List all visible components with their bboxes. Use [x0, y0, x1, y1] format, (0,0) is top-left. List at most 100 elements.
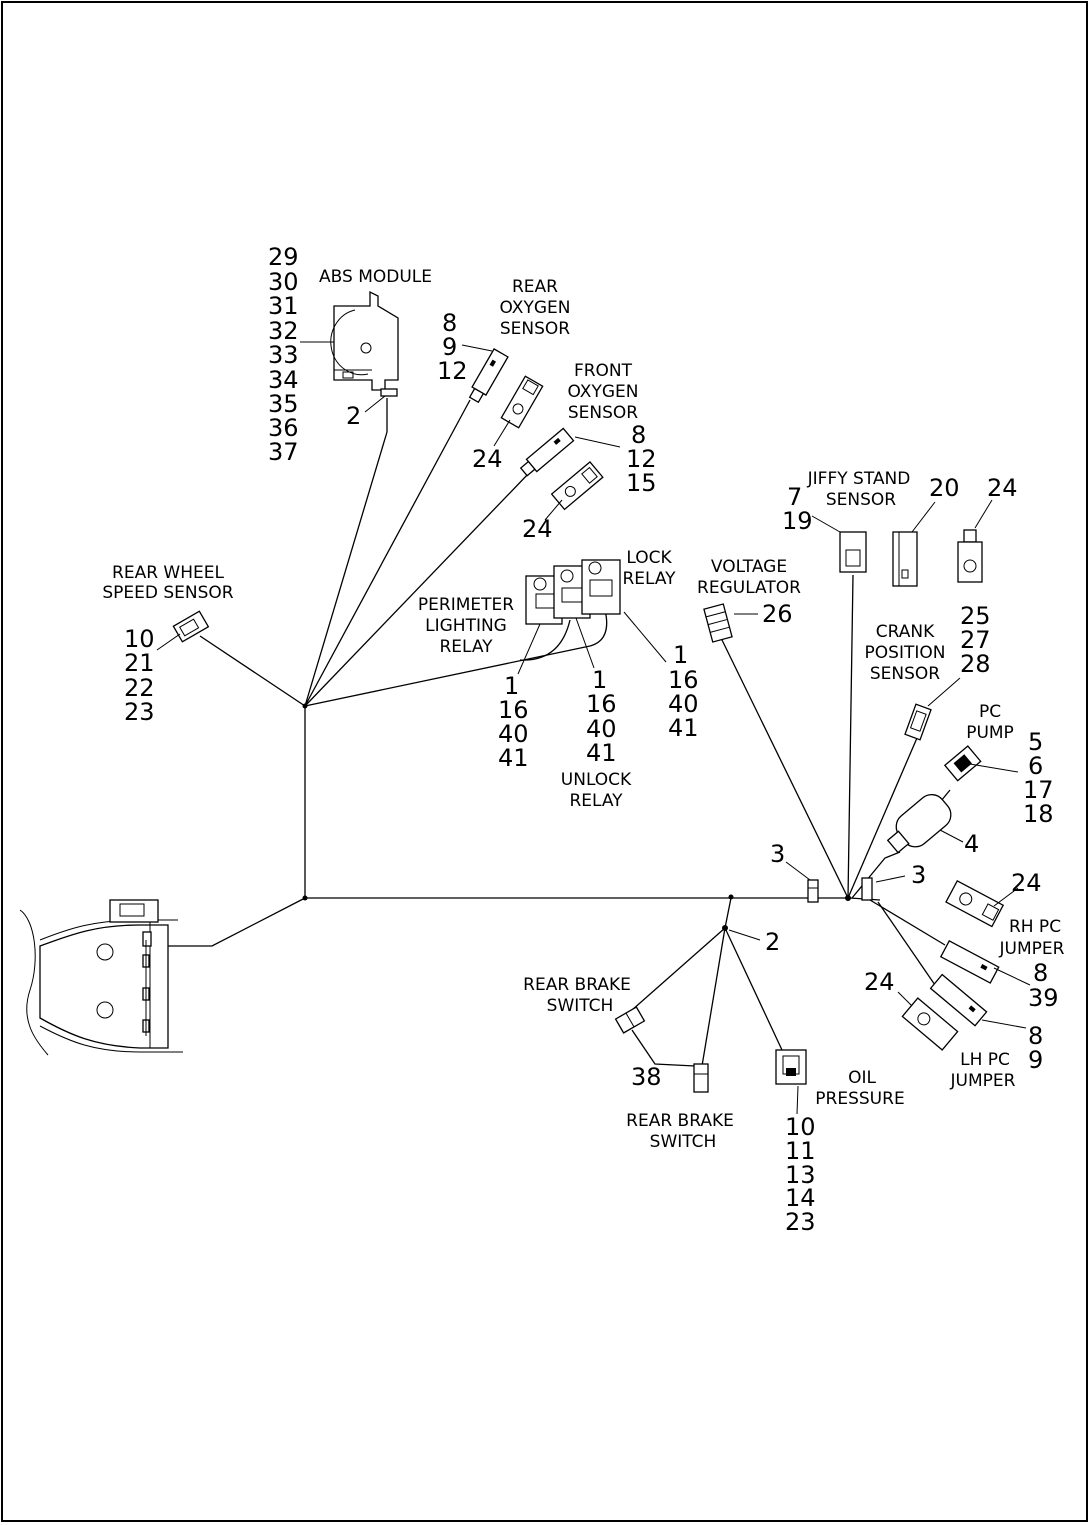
svg-text:24: 24: [472, 445, 503, 473]
front-oxygen-label: FRONT OXYGEN SENSOR 8 12 15 24: [522, 361, 657, 543]
svg-text:1: 1: [673, 641, 688, 669]
harness-wires: [152, 398, 951, 1067]
crank-position-sensor: [904, 677, 961, 741]
callout: 2: [346, 402, 361, 430]
svg-text:REGULATOR: REGULATOR: [697, 578, 801, 598]
svg-text:16: 16: [586, 690, 617, 718]
abs-module-label: ABS MODULE: [319, 267, 432, 287]
rear-brake-switch-lower: 38 REAR BRAKE SWITCH: [626, 1063, 734, 1152]
jiffy-stand-label: JIFFY STAND SENSOR 7 19 20 24: [782, 469, 1018, 535]
svg-text:JIFFY STAND: JIFFY STAND: [807, 469, 911, 489]
rh-pc-jumper-label: 24 RH PC JUMPER 8 39: [999, 869, 1065, 1012]
svg-text:LH PC: LH PC: [960, 1050, 1010, 1070]
svg-text:PC: PC: [979, 702, 1001, 722]
svg-text:JUMPER: JUMPER: [999, 939, 1065, 959]
svg-text:SENSOR: SENSOR: [500, 319, 570, 339]
svg-text:OXYGEN: OXYGEN: [500, 298, 571, 318]
svg-text:4: 4: [964, 830, 979, 858]
svg-text:8: 8: [1028, 1022, 1043, 1050]
svg-text:38: 38: [631, 1063, 662, 1091]
svg-text:3: 3: [911, 861, 926, 889]
svg-text:26: 26: [762, 600, 793, 628]
callout: 33: [268, 341, 299, 369]
svg-text:REAR: REAR: [512, 277, 558, 297]
pc-pump: [886, 745, 1019, 854]
svg-text:REAR BRAKE: REAR BRAKE: [523, 975, 631, 995]
svg-text:8: 8: [1033, 959, 1048, 987]
voltage-regulator-connector: [703, 603, 758, 643]
rh-pc-jumper: [939, 879, 1031, 986]
svg-text:40: 40: [668, 690, 699, 718]
svg-text:40: 40: [498, 720, 529, 748]
callout: 29: [268, 243, 299, 271]
rear-oxygen-label: REAR OXYGEN SENSOR 8 9 12 24: [437, 277, 570, 473]
svg-text:RELAY: RELAY: [622, 569, 676, 589]
svg-text:23: 23: [785, 1208, 816, 1236]
svg-text:VOLTAGE: VOLTAGE: [711, 557, 787, 577]
svg-text:24: 24: [522, 515, 553, 543]
svg-text:9: 9: [1028, 1046, 1043, 1074]
svg-text:SWITCH: SWITCH: [650, 1132, 717, 1152]
svg-text:1: 1: [592, 666, 607, 694]
svg-text:15: 15: [626, 469, 657, 497]
svg-text:2: 2: [765, 928, 780, 956]
svg-text:11: 11: [785, 1137, 816, 1165]
rear-wheel-label: REAR WHEEL SPEED SENSOR 10 21 22 23: [102, 563, 233, 726]
oil-pressure-label: OIL PRESSURE 10 11 13 14 23: [785, 1068, 905, 1236]
callout: 30: [268, 268, 299, 296]
svg-text:24: 24: [1011, 869, 1042, 897]
perimeter-relay-label: PERIMETER LIGHTING RELAY 1 16 40 41: [418, 595, 529, 772]
svg-text:REAR WHEEL: REAR WHEEL: [112, 563, 224, 583]
abs-module-callouts: 29 30 31 32 33 34 35 36 37 2: [268, 243, 361, 466]
svg-text:SENSOR: SENSOR: [568, 403, 638, 423]
svg-text:OXYGEN: OXYGEN: [568, 382, 639, 402]
svg-text:24: 24: [987, 474, 1018, 502]
pc-pump-label: PC PUMP 5 6 17 18 4: [964, 702, 1054, 858]
callout: 36: [268, 414, 299, 442]
svg-text:REAR BRAKE: REAR BRAKE: [626, 1111, 734, 1131]
svg-text:LOCK: LOCK: [626, 548, 672, 568]
svg-text:RELAY: RELAY: [569, 791, 623, 811]
svg-text:7: 7: [787, 483, 802, 511]
svg-text:8: 8: [442, 309, 457, 337]
lh-pc-jumper-label: 24 8 9 LH PC JUMPER: [864, 968, 1043, 1091]
svg-text:27: 27: [960, 626, 991, 654]
svg-text:22: 22: [124, 674, 155, 702]
svg-text:3: 3: [770, 840, 785, 868]
callout: 37: [268, 438, 299, 466]
svg-text:12: 12: [626, 445, 657, 473]
svg-text:16: 16: [668, 666, 699, 694]
front-oxygen-sensor: [519, 427, 621, 521]
rear-wheel-speed-sensor: [156, 610, 210, 651]
svg-text:SPEED SENSOR: SPEED SENSOR: [102, 583, 233, 603]
svg-text:12: 12: [437, 357, 468, 385]
callout: 35: [268, 390, 299, 418]
svg-text:1: 1: [504, 672, 519, 700]
svg-text:PUMP: PUMP: [966, 723, 1014, 743]
svg-text:28: 28: [960, 650, 991, 678]
svg-text:SENSOR: SENSOR: [826, 490, 896, 510]
svg-text:8: 8: [631, 421, 646, 449]
ground-studs: 3 3: [770, 840, 926, 903]
svg-text:13: 13: [785, 1161, 816, 1189]
rear-brake-switch-upper: REAR BRAKE SWITCH: [523, 975, 646, 1034]
svg-text:40: 40: [586, 715, 617, 743]
svg-text:PRESSURE: PRESSURE: [815, 1089, 904, 1109]
svg-text:RELAY: RELAY: [439, 637, 493, 657]
svg-text:SWITCH: SWITCH: [547, 996, 614, 1016]
svg-text:20: 20: [929, 474, 960, 502]
lock-relay-label: LOCK RELAY 1 16 40 41: [622, 548, 698, 742]
lh-pc-jumper: [897, 973, 1027, 1051]
harness-junctions: [302, 703, 851, 931]
svg-text:LIGHTING: LIGHTING: [425, 616, 507, 636]
svg-text:PERIMETER: PERIMETER: [418, 595, 514, 615]
svg-text:41: 41: [498, 744, 529, 772]
svg-text:10: 10: [785, 1113, 816, 1141]
rear-oxygen-sensor: [461, 344, 544, 447]
svg-text:5: 5: [1028, 728, 1043, 756]
svg-text:14: 14: [785, 1184, 816, 1212]
jiffy-stand-sensor: [811, 499, 993, 587]
svg-text:18: 18: [1023, 800, 1054, 828]
